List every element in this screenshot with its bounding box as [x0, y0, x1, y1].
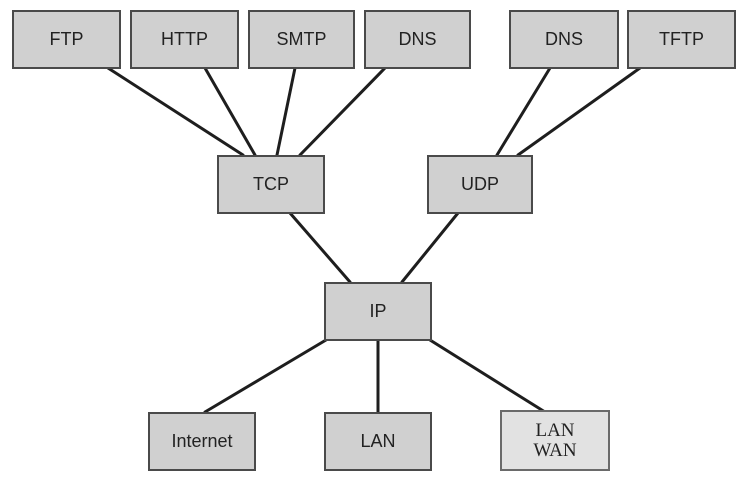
http-label: HTTP: [161, 29, 208, 49]
ftp-box: FTP: [12, 10, 121, 69]
edge-ip-internet: [203, 338, 328, 414]
tcp-box: TCP: [217, 155, 325, 214]
edge-dns-udp: [495, 66, 552, 157]
dns-udp-label: DNS: [544, 29, 583, 49]
smtp-label: SMTP: [276, 29, 327, 49]
ip-box: IP: [324, 282, 432, 341]
edge-smtp-tcp: [275, 66, 297, 157]
udp-label: UDP: [460, 174, 499, 194]
tftp-label: TFTP: [659, 29, 704, 49]
dns-tcp-label: DNS: [398, 29, 437, 49]
edge-tftp-udp: [516, 66, 642, 157]
internet-label: Internet: [171, 431, 233, 451]
lan-box: LAN: [324, 412, 432, 471]
tftp-box: TFTP: [627, 10, 736, 69]
edge-ip-lanwan: [428, 338, 547, 414]
edge-ftp-tcp: [106, 66, 245, 157]
dns-udp-box: DNS: [509, 10, 619, 69]
http-box: HTTP: [130, 10, 239, 69]
dns-tcp-box: DNS: [364, 10, 471, 69]
edge-dns-tcp: [298, 66, 387, 157]
ip-label: IP: [369, 301, 387, 321]
internet-box: Internet: [148, 412, 256, 471]
udp-box: UDP: [427, 155, 533, 214]
edge-udp-ip: [400, 211, 460, 284]
smtp-box: SMTP: [248, 10, 355, 69]
lan-wan-box: LAN WAN: [500, 410, 610, 471]
lan-wan-label-line2: WAN: [533, 439, 577, 461]
tcp-label: TCP: [253, 174, 289, 194]
lan-label: LAN: [360, 431, 396, 451]
edge-tcp-ip: [288, 211, 352, 284]
edge-http-tcp: [203, 66, 257, 157]
ftp-label: FTP: [49, 29, 84, 49]
lan-wan-label-line1: LAN: [535, 419, 575, 441]
